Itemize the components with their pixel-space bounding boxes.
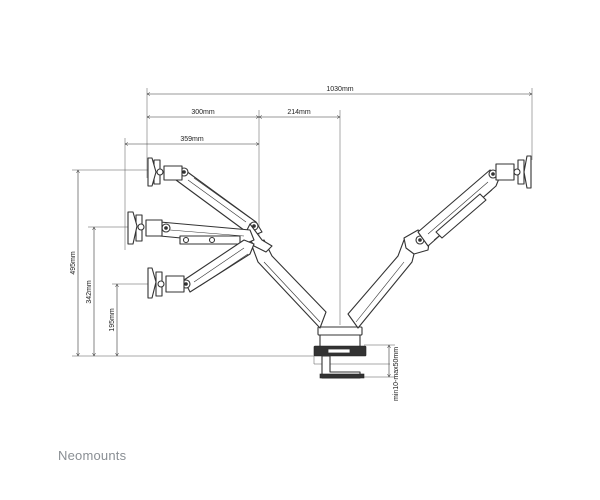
arm-segment [183,239,255,293]
arm-spring-line [193,177,251,219]
arm-upper-segment [417,169,501,247]
central-upright [251,239,417,329]
brand-logo-text: Neomounts [58,448,127,463]
left-arm-top [147,157,273,253]
arm-joint-pin [164,226,168,230]
label-desk-clamp: min10-max50mm [393,347,400,401]
vesa-bracket [147,157,157,187]
arm-joint-pin [491,172,495,176]
desk-clamp-base [313,326,390,379]
vesa-bracket [147,267,157,299]
vesa-bracket [127,211,138,245]
arm-spring-cover [435,193,487,239]
arm-joint [208,236,216,244]
label-495: 495mm [70,251,77,275]
tilt-head [165,275,185,293]
tilt-knob [137,223,145,231]
upright-right-branch [347,239,417,329]
arm-joint-pin [418,238,422,242]
arm-joint-pin [182,170,186,174]
label-342: 342mm [86,280,93,304]
pole-collar [317,326,363,336]
arm-joint-pin [184,282,188,286]
tilt-head [163,165,183,181]
upright-edge [355,261,405,323]
tilt-head [495,163,515,181]
arm-spring-line [427,181,489,235]
clamp-bottom-plate [319,373,365,379]
arm-spring-line [193,247,245,283]
arm-spring-line [169,229,245,237]
label-214: 214mm [287,109,311,116]
pole-base [319,334,361,348]
label-300: 300mm [191,109,215,116]
label-195: 195mm [109,308,116,332]
dimension-labels: 1030mm 300mm 214mm 359mm 495mm 342mm 195… [70,86,400,401]
arm-spring-line [199,253,249,287]
left-arm-middle [127,211,255,245]
arm-joint [182,236,190,244]
tilt-knob [156,168,164,176]
tilt-knob [157,280,165,288]
label-359: 359mm [180,136,204,143]
tilt-knob [513,168,521,176]
label-1030: 1030mm [326,86,353,93]
vesa-bracket [523,155,532,189]
arm-joint-pin [252,224,256,228]
right-arm [403,155,532,255]
clamp-slot [327,348,351,354]
upright-left-branch [251,239,327,329]
left-arm-bottom [147,239,255,299]
arm-spring-line [187,179,247,223]
upright-edge [263,261,321,323]
dimension-lines [72,88,532,377]
tilt-head [145,219,163,237]
